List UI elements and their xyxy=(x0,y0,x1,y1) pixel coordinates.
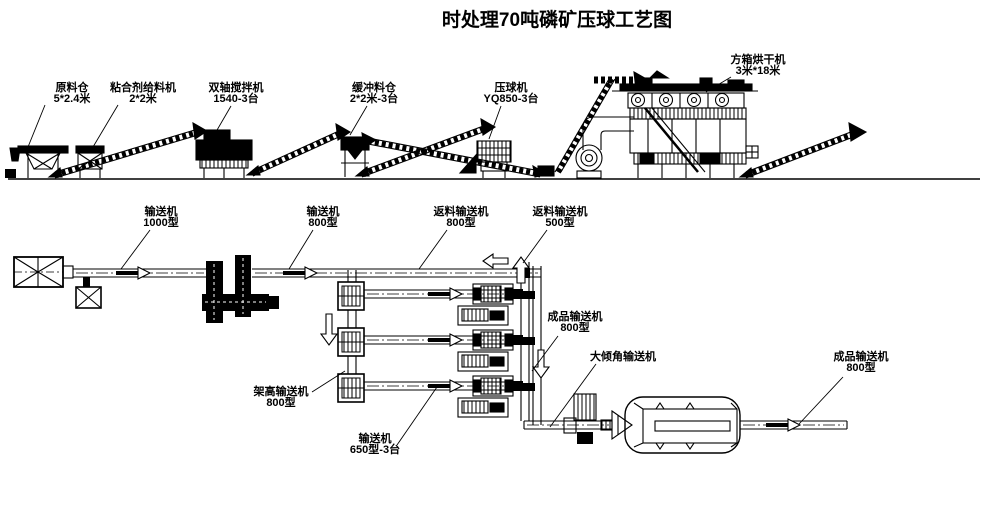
mixer-drawing xyxy=(195,129,253,178)
label-dryer-name: 方箱烘干机 xyxy=(730,54,786,66)
inclined-conveyor-2 xyxy=(245,122,352,177)
label-elevated-conveyor-name: 架高输送机 xyxy=(253,386,309,398)
label-return-conveyor-800-name: 返料输送机 xyxy=(433,206,489,218)
flow-arrow-up xyxy=(511,256,531,284)
fan-drawing xyxy=(575,144,603,179)
label-conveyor-800-spec: 800型 xyxy=(308,217,338,229)
junction-bin-3 xyxy=(337,373,365,403)
label-dryer-spec: 3米*18米 xyxy=(735,65,781,77)
product-conveyor-mid-plan xyxy=(532,266,542,425)
diagram-title: 时处理70吨磷矿压球工艺图 xyxy=(441,10,673,31)
label-conveyor-800-name: 输送机 xyxy=(306,206,340,218)
raw-silo-drawing xyxy=(9,145,69,178)
label-return-conveyor-800-spec: 800型 xyxy=(446,217,476,229)
conveyor-800-plan xyxy=(252,266,541,280)
label-large-incline-conveyor: 大倾角输送机 xyxy=(590,352,656,363)
label-product-conveyor-mid-spec: 800型 xyxy=(560,322,590,334)
junction-bin-2 xyxy=(337,327,365,357)
incline-conveyor-plan xyxy=(523,393,613,444)
flow-arrow-down-left xyxy=(319,313,339,346)
duct-drawing xyxy=(582,116,634,150)
label-product-conveyor-mid-name: 成品输送机 xyxy=(547,311,603,323)
label-large-incline-conveyor-name: 大倾角输送机 xyxy=(590,351,656,363)
ground-line xyxy=(5,169,980,180)
label-dryer: 方箱烘干机 3米*18米 xyxy=(731,55,786,77)
product-conveyor-right-plan xyxy=(740,418,848,432)
conveyor-1000-plan xyxy=(73,266,207,280)
elevation-leader-lines xyxy=(27,76,732,148)
label-mixer: 双轴搅拌机 1540-3台 xyxy=(209,83,264,105)
junction-bin-1 xyxy=(337,281,365,311)
label-return-conveyor-500: 返料输送机 500型 xyxy=(533,207,588,229)
label-buffer-silo-spec: 2*2米-3台 xyxy=(349,93,399,105)
feed-hopper-plan xyxy=(13,256,74,288)
label-product-conveyor-right: 成品输送机 800型 xyxy=(834,352,889,374)
label-mixer-spec: 1540-3台 xyxy=(213,93,259,105)
label-product-conveyor-mid: 成品输送机 800型 xyxy=(548,312,603,334)
buffer-silo-drawing xyxy=(340,136,370,177)
mixer-building-plan xyxy=(202,255,279,323)
label-product-conveyor-right-name: 成品输送机 xyxy=(833,351,889,363)
box-dryer-drawing xyxy=(612,70,759,178)
label-buffer-silo-name: 缓冲料仓 xyxy=(351,82,396,94)
label-press-spec: YQ850-3台 xyxy=(483,93,539,105)
press-drawing xyxy=(458,140,512,178)
plan-leader-lines xyxy=(120,229,844,446)
label-binder-feeder: 粘合剂给料机 2*2米 xyxy=(110,83,176,105)
label-conveyor-650-spec: 650型-3台 xyxy=(349,444,401,456)
label-conveyor-1000-spec: 1000型 xyxy=(143,217,179,229)
label-binder-feeder-name: 粘合剂给料机 xyxy=(110,82,176,94)
label-press-name: 压球机 xyxy=(494,82,528,94)
label-conveyor-650-name: 输送机 xyxy=(358,433,392,445)
label-conveyor-650: 输送机 650型-3台 xyxy=(350,434,400,456)
discharge-conveyor-drawing xyxy=(738,122,868,179)
flow-arrow-left xyxy=(482,252,509,270)
label-raw-silo-name: 原料仓 xyxy=(55,82,89,94)
label-raw-silo: 原料仓 5*2.4米 xyxy=(54,83,91,105)
elevation-view xyxy=(5,70,980,180)
label-conveyor-1000: 输送机 1000型 xyxy=(143,207,178,229)
plan-view xyxy=(13,229,848,454)
dryer-inlet-funnel-plan xyxy=(611,409,633,441)
label-raw-silo-spec: 5*2.4米 xyxy=(53,93,91,105)
label-buffer-silo: 缓冲料仓 2*2米-3台 xyxy=(350,83,398,105)
label-elevated-conveyor: 架高输送机 800型 xyxy=(254,387,309,409)
label-product-conveyor-right-spec: 800型 xyxy=(846,362,876,374)
dryer-plan xyxy=(624,396,741,454)
label-binder-feeder-spec: 2*2米 xyxy=(129,93,157,105)
label-conveyor-800: 输送机 800型 xyxy=(307,207,340,229)
label-conveyor-1000-name: 输送机 xyxy=(144,206,178,218)
label-elevated-conveyor-spec: 800型 xyxy=(266,397,296,409)
label-return-conveyor-500-name: 返料输送机 xyxy=(532,206,588,218)
inclined-conveyor-1 xyxy=(47,121,209,179)
label-return-conveyor-500-spec: 500型 xyxy=(545,217,575,229)
label-mixer-name: 双轴搅拌机 xyxy=(208,82,264,94)
flow-arrow-down-right xyxy=(531,349,551,379)
label-return-conveyor-800: 返料输送机 800型 xyxy=(434,207,489,229)
drop-box-plan xyxy=(75,277,102,309)
label-press: 压球机 YQ850-3台 xyxy=(483,83,538,105)
